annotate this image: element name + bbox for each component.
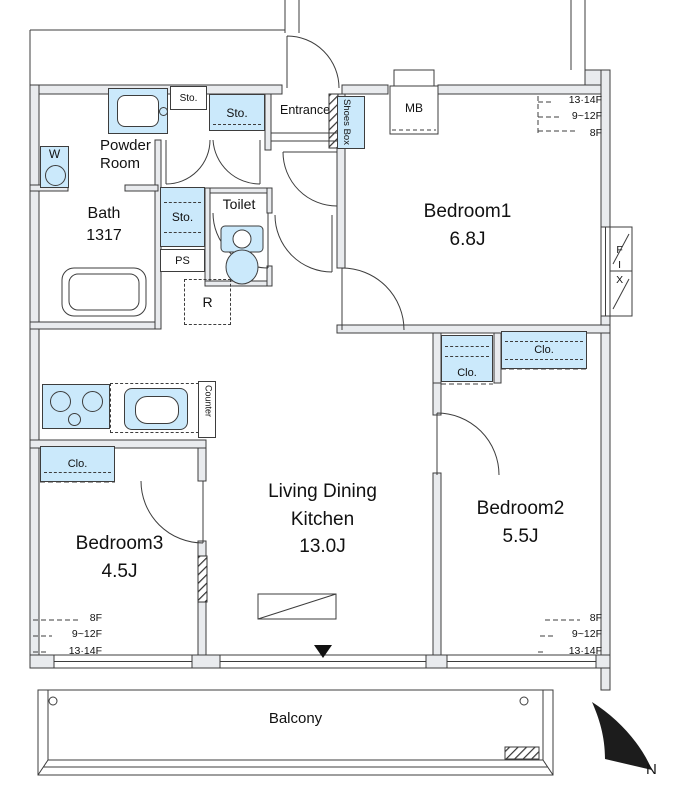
bedroom1-door	[341, 267, 405, 331]
ldk-name-line1: Living Dining	[268, 481, 377, 502]
bath-label: Bath 1317	[60, 203, 148, 248]
entrance-step	[271, 132, 337, 142]
burner	[82, 391, 103, 412]
balcony-hatch	[504, 746, 540, 760]
floor-note-line: 8F	[589, 612, 602, 624]
ldk-name-line2: Kitchen	[290, 508, 355, 530]
storage-top-small: Sto.	[170, 86, 207, 110]
closet-bedroom3: Clo.	[40, 446, 115, 482]
bedroom2-size: 5.5J	[502, 525, 539, 547]
floor-note-top-right: 13·14F 9~12F 8F	[528, 92, 602, 141]
bedroom1-label: Bedroom1 6.8J	[375, 198, 560, 253]
closet-dash	[445, 356, 489, 357]
door-arcs	[140, 35, 500, 544]
shoes-box: Shoes Box	[337, 96, 365, 149]
storage-label: Sto.	[179, 92, 198, 104]
sink-basin	[135, 396, 179, 424]
burner	[68, 413, 81, 426]
storage-label: Sto.	[171, 210, 194, 224]
bedroom2-label: Bedroom2 5.5J	[443, 495, 598, 550]
refrigerator-label: R	[202, 294, 213, 310]
storage-middle: Sto.	[160, 187, 205, 247]
bedroom2-door	[436, 412, 500, 476]
kitchen-sink	[124, 388, 188, 430]
bedroom3-size: 4.5J	[101, 560, 138, 582]
shoes-box-label: Shoes Box	[341, 99, 352, 145]
compass-arrow	[592, 702, 652, 770]
washer-drum	[45, 165, 66, 186]
pipe-space-label: PS	[175, 254, 190, 267]
balcony-label: Balcony	[268, 710, 323, 727]
bedroom1-size: 6.8J	[449, 228, 486, 250]
bath-name: Bath	[87, 205, 121, 222]
meter-box-label: MB	[405, 101, 423, 115]
floor-note-line: 9~12F	[571, 628, 602, 641]
counter-strip: Counter	[198, 381, 216, 438]
closet-label: Clo.	[67, 458, 88, 470]
closet-label: Clo.	[457, 367, 477, 379]
toilet-label: Toilet	[222, 196, 256, 212]
floor-note-line: 9~12F	[71, 628, 102, 641]
vanity-faucet	[159, 107, 168, 116]
storage-door-right	[212, 139, 261, 185]
pipe-space: PS	[160, 249, 205, 272]
windows	[53, 226, 633, 669]
balcony-drain-right	[519, 696, 529, 706]
washing-machine: W	[40, 146, 69, 188]
ldk-counter-board	[257, 593, 337, 620]
storage-dash	[213, 124, 261, 125]
floor-note-line: 13·14F	[68, 644, 102, 657]
floor-note-line: 8F	[589, 126, 602, 139]
meter-box-outline	[389, 69, 439, 135]
bathtub	[61, 267, 147, 317]
closet-bedroom2-right: Clo.	[501, 331, 587, 369]
bedroom3-name: Bedroom3	[75, 533, 164, 554]
closet-dash	[505, 341, 583, 342]
storage-dash	[164, 202, 201, 203]
fix-window-label: FIX	[613, 244, 626, 289]
washer-label: W	[48, 147, 61, 161]
balcony-access-marker	[314, 645, 332, 658]
powder-room-label: Powder Room	[100, 137, 151, 172]
ldk-door	[274, 214, 333, 273]
floor-note-line: 13·14F	[568, 644, 602, 657]
floor-note-bottom-left: 8F 9~12F 13·14F	[30, 610, 102, 659]
entrance-label: Entrance	[279, 103, 331, 117]
storage-label: Sto.	[226, 105, 248, 120]
balcony-drain-left	[48, 696, 58, 706]
storage-door-left	[165, 139, 211, 185]
entrance-door	[286, 35, 340, 89]
vanity-basin	[117, 95, 159, 127]
storage-top-blue: Sto.	[209, 94, 265, 131]
closet-dash	[445, 346, 489, 347]
walls	[29, 69, 611, 691]
counter-label: Counter	[203, 385, 214, 418]
floor-note-bottom-right: 8F 9~12F 13·14F	[530, 610, 602, 659]
floor-note-line: 13·14F	[568, 94, 602, 106]
bedroom2-name: Bedroom2	[476, 498, 565, 519]
ldk-label: Living Dining Kitchen 13.0J	[235, 478, 410, 561]
closet-dash	[505, 359, 583, 360]
hall-door	[282, 151, 338, 207]
floor-note-line: 9~12F	[571, 110, 602, 123]
compass-north-label: N	[646, 761, 657, 778]
bedroom3-door	[140, 480, 204, 544]
burner	[50, 391, 71, 412]
closet-dash	[44, 472, 111, 473]
balcony-outline	[37, 689, 554, 776]
stove	[42, 384, 110, 429]
closet-bedroom2-left: Clo.	[441, 335, 493, 382]
bedroom3-label: Bedroom3 4.5J	[42, 530, 197, 585]
ldk-size: 13.0J	[299, 536, 346, 558]
vanity-sink	[108, 88, 168, 134]
storage-dash	[164, 232, 201, 233]
closet-label: Clo.	[534, 344, 554, 356]
floor-note-line: 8F	[89, 612, 102, 624]
site-lines	[29, 0, 610, 85]
bath-size: 1317	[86, 227, 122, 245]
refrigerator-space: R	[184, 279, 231, 325]
toilet-fixture	[220, 225, 264, 285]
bedroom1-name: Bedroom1	[423, 201, 512, 222]
